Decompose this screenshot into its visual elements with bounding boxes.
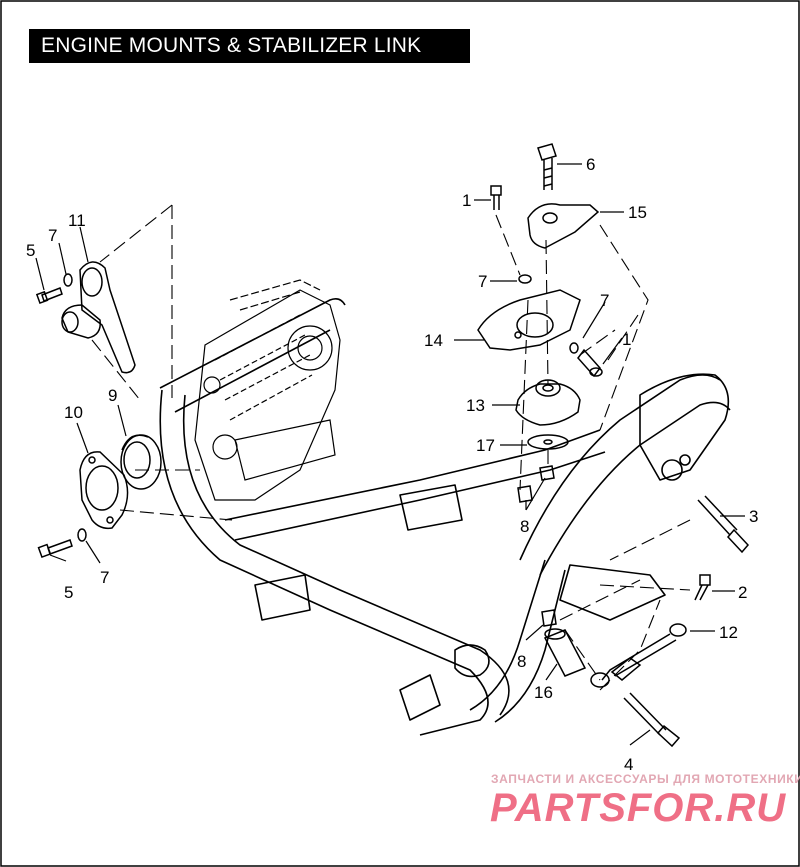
callout-9: 9	[108, 386, 117, 405]
part-1-bolt-right	[577, 348, 603, 378]
part-7-washer-top	[518, 274, 532, 284]
watermark-caption: ЗАПЧАСТИ И АКСЕССУАРЫ ДЛЯ МОТОТЕХНИКИ	[491, 772, 800, 786]
part-12-stabilizer-link	[590, 623, 687, 688]
part-6-bolt	[537, 143, 557, 190]
part-1-bolt-upper	[490, 185, 502, 210]
callout-labels: 1 1 2 3 4 5 5 6 7 7 7 7 8 8 9 10 11 12 1…	[26, 155, 758, 774]
callout-10: 10	[64, 403, 83, 422]
callout-6: 6	[586, 155, 595, 174]
callout-7-right: 7	[600, 291, 609, 310]
part-7-washer-upper	[63, 273, 73, 287]
part-17-washer	[527, 434, 569, 450]
callout-15: 15	[628, 203, 647, 222]
callout-8-upper: 8	[520, 517, 529, 536]
callout-8-lower: 8	[517, 652, 526, 671]
assembly-lines	[91, 204, 691, 691]
callout-16: 16	[534, 683, 553, 702]
callout-14: 14	[424, 331, 443, 350]
part-7-washer-right	[569, 342, 579, 354]
leader-lines	[35, 163, 745, 746]
callout-17: 17	[476, 436, 495, 455]
callout-3: 3	[749, 507, 758, 526]
callout-2: 2	[738, 583, 747, 602]
engine-case	[194, 279, 341, 501]
callout-1-right: 1	[622, 330, 631, 349]
part-2-bolt	[694, 574, 711, 601]
part-8-nut-lower	[541, 609, 557, 627]
part-7-washer-lower	[77, 528, 87, 542]
part-4-bolt	[623, 692, 681, 748]
part-8-nut-upper-right	[539, 465, 555, 481]
callout-7-upper-left: 7	[48, 226, 57, 245]
callout-5-upper: 5	[26, 241, 35, 260]
part-15-bracket	[527, 203, 600, 249]
callout-1-upper: 1	[462, 191, 471, 210]
watermark-logo: PARTSFOR.RU	[490, 786, 787, 830]
callout-12: 12	[719, 623, 738, 642]
callout-11: 11	[68, 211, 86, 230]
part-5-bolt-lower	[37, 539, 73, 559]
callout-7-lower-left: 7	[100, 568, 109, 587]
callout-5-lower: 5	[64, 583, 73, 602]
part-3-bolt	[697, 495, 750, 554]
motorcycle-frame	[159, 298, 731, 736]
part-9-isolator	[120, 434, 162, 490]
part-10-mount-plate	[79, 451, 129, 530]
callout-13: 13	[466, 396, 485, 415]
part-5-bolt-upper	[35, 287, 63, 305]
part-11-front-mount-bracket	[61, 261, 136, 374]
part-13-rubber-mount	[515, 379, 581, 426]
callout-7-top: 7	[478, 272, 487, 291]
diagram-title: ENGINE MOUNTS & STABILIZER LINK	[29, 29, 470, 63]
callout-4: 4	[624, 755, 633, 774]
part-16-spacer	[543, 628, 587, 677]
part-14-mount-bracket	[477, 289, 581, 351]
